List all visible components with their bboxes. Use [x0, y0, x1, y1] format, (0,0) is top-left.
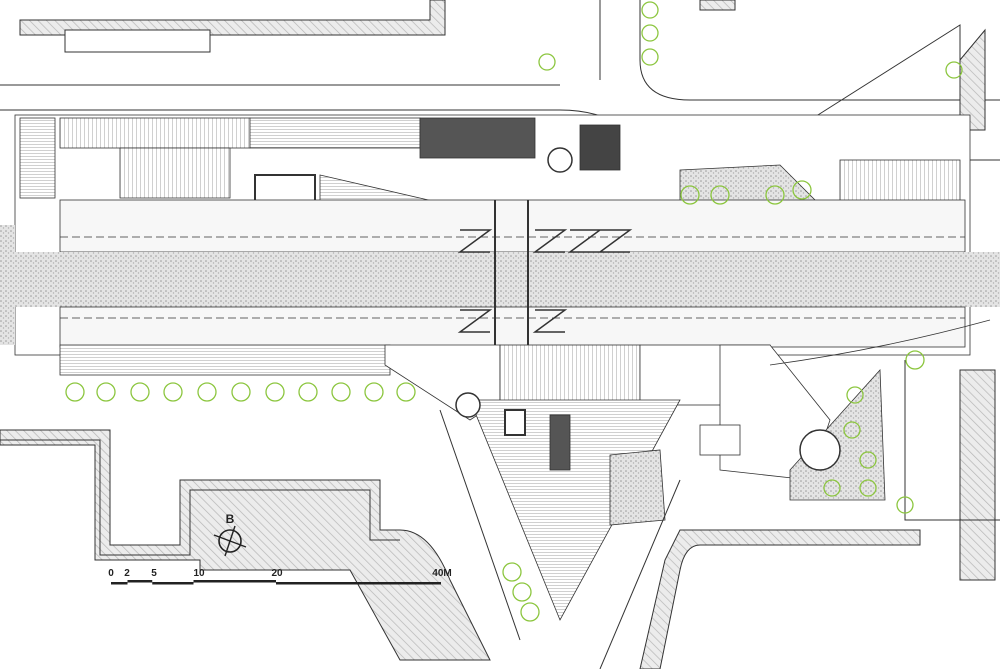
scale-segment — [127, 580, 153, 583]
compass-icon — [218, 529, 242, 553]
scale-segment — [193, 580, 276, 583]
north-compass: B — [213, 512, 247, 557]
scale-tick-2: 2 — [124, 568, 130, 579]
scale-bar: 0 2 5 10 20 40M — [108, 568, 452, 585]
bottom-context — [0, 360, 1000, 669]
scale-tick-40: 40M — [432, 568, 451, 579]
scale-tick-10: 10 — [193, 568, 205, 579]
trees — [65, 1, 963, 622]
scale-segment — [152, 582, 194, 585]
scale-tick-5: 5 — [151, 568, 157, 579]
compass-label: B — [226, 512, 235, 526]
station-plan — [0, 114, 1000, 621]
scale-segment — [111, 582, 128, 585]
scale-tick-20: 20 — [271, 568, 283, 579]
scale-tick-0: 0 — [108, 568, 114, 579]
scale-segment — [276, 582, 441, 585]
